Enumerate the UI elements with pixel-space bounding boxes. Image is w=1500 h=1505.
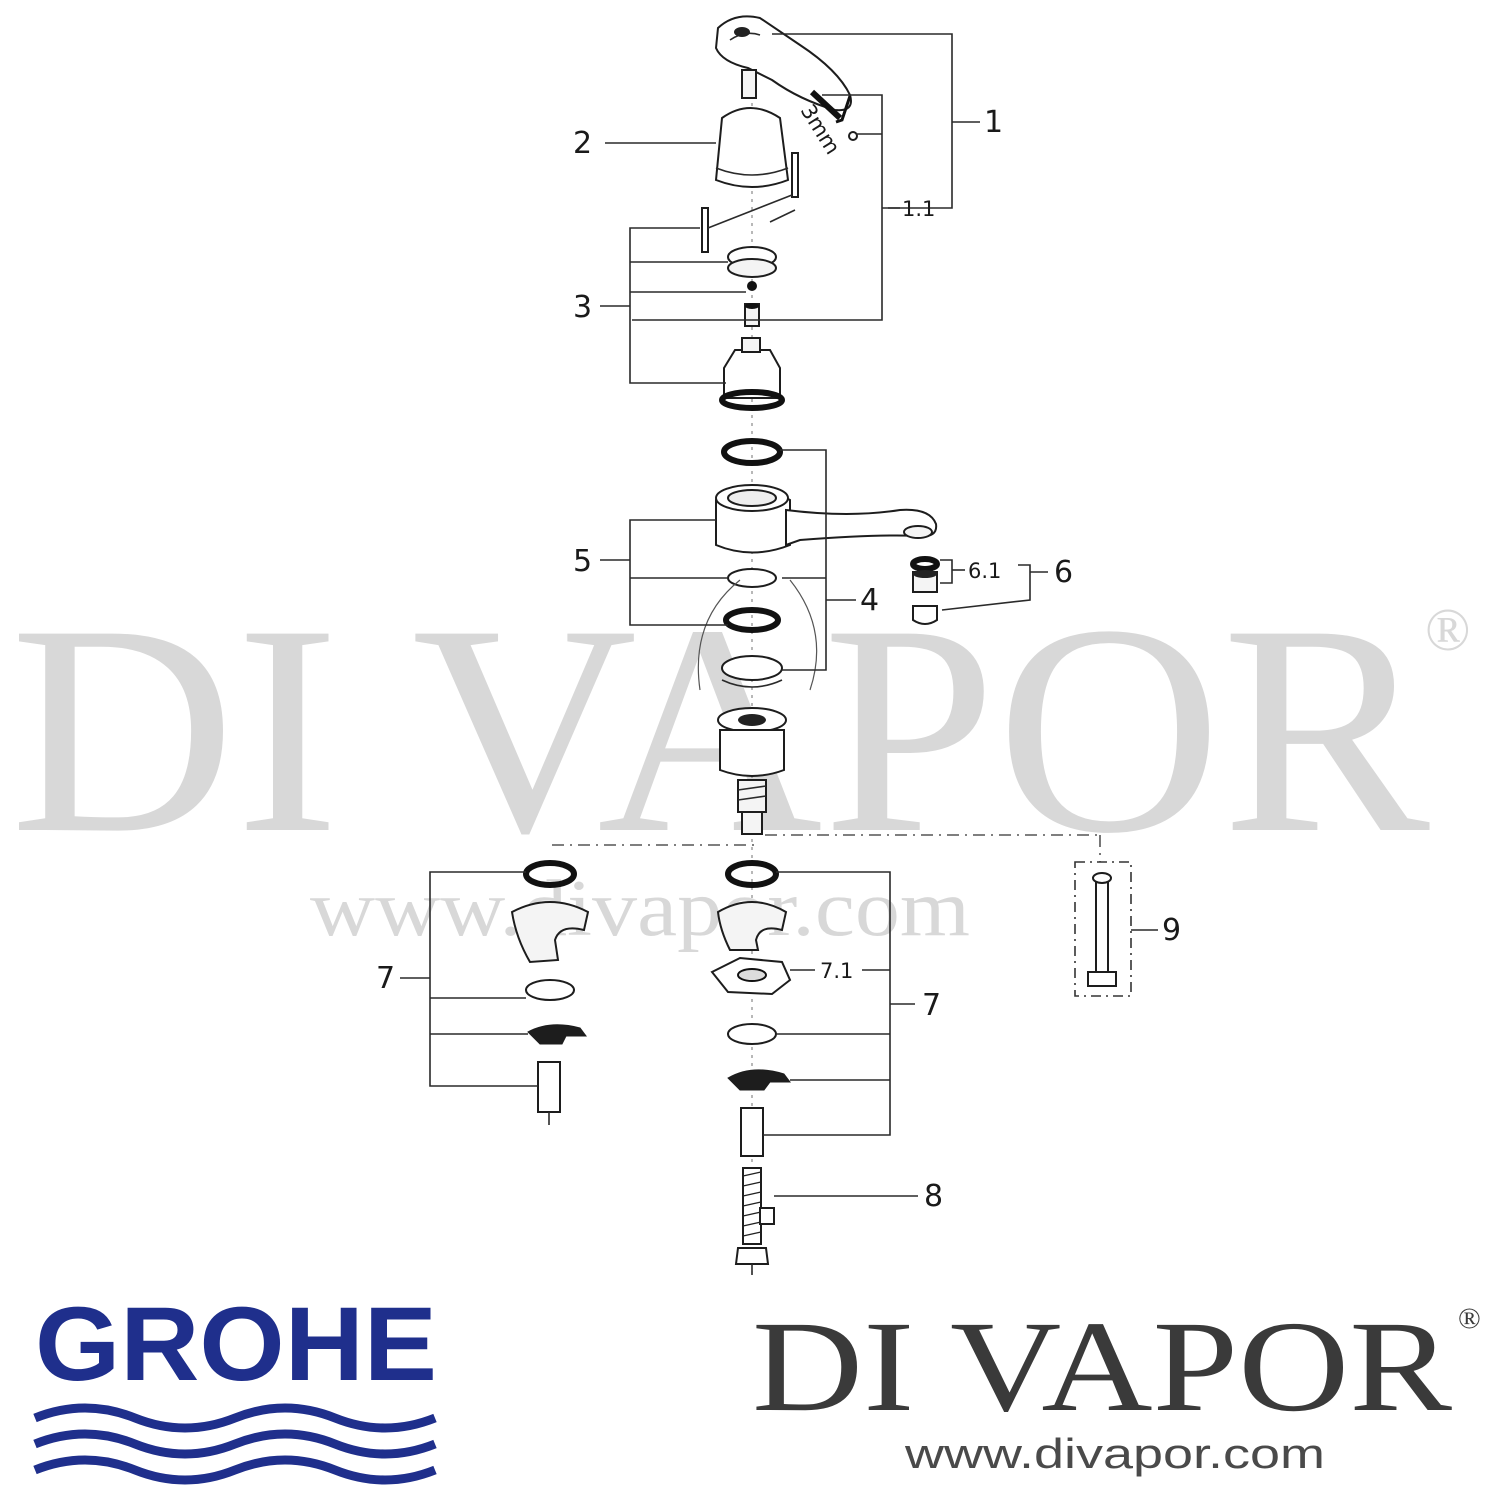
key-ball (848, 131, 858, 141)
right-flat-washer (727, 1023, 777, 1045)
callout-7-1: 7.1 (820, 959, 853, 983)
brand-name: DI VAPOR (752, 1295, 1452, 1439)
left-o-ring (523, 860, 577, 888)
brand-registered: ® (1458, 1302, 1481, 1335)
watermark-url: www.divapor.com (310, 865, 970, 953)
callout-labels: 1 1.1 2 3 4 5 6 6.1 7 7 7.1 8 9 (376, 105, 1181, 1214)
callout-1: 1 (984, 105, 1003, 140)
small-ball (747, 281, 757, 291)
grub-screw (809, 89, 843, 121)
divapor-brand: DI VAPOR ® www.divapor.com (752, 1295, 1481, 1477)
right-horseshoe-washer (716, 901, 788, 951)
aerator-washer (910, 556, 940, 572)
callout-6: 6 (1054, 555, 1073, 590)
callout-4: 4 (860, 583, 879, 618)
part-mounting-set-right (710, 860, 792, 1157)
callout-3: 3 (573, 290, 592, 325)
part-tap-body (715, 438, 938, 554)
part-threaded-rod (734, 1167, 775, 1275)
left-flat-washer (525, 979, 575, 1001)
reference-lines (552, 834, 1101, 862)
part-aerator (910, 556, 940, 625)
left-bracket (527, 1024, 587, 1045)
rod-hex-nut (734, 1247, 770, 1265)
aerator-housing (912, 605, 938, 625)
cartridge-seal (719, 389, 785, 411)
part-lever-handle (714, 15, 852, 112)
left-horseshoe-washer (510, 901, 590, 964)
body-top-ring (721, 438, 783, 466)
callout-5: 5 (573, 544, 592, 579)
right-o-ring (725, 860, 779, 888)
callout-leaders (400, 33, 1158, 1197)
hex-key (835, 95, 852, 124)
brand-url: www.divapor.com (904, 1430, 1325, 1477)
watermark-registered: ® (1425, 597, 1471, 663)
callout-7-left: 7 (376, 961, 395, 996)
rod-side-nut (759, 1207, 775, 1225)
pin-left (701, 207, 709, 253)
spout (785, 508, 938, 547)
grohe-logo: GROHE (33, 1286, 437, 1485)
part-mounting-tool (1074, 861, 1132, 997)
seal-ring-2 (723, 607, 781, 633)
wave-icon (33, 1403, 437, 1433)
right-nut-sleeve (740, 1107, 764, 1157)
callout-1-1: 1.1 (902, 197, 935, 221)
left-nut-sleeve (537, 1061, 561, 1113)
seal-ring-3 (721, 655, 783, 681)
part-pins (701, 152, 799, 253)
pin-right (791, 152, 799, 198)
callout-6-1: 6.1 (968, 559, 1001, 583)
part-base-block (697, 579, 818, 835)
right-bracket (727, 1069, 791, 1091)
part-cartridge-stack (719, 246, 785, 411)
callout-2: 2 (573, 126, 592, 161)
part-cover-cap (714, 107, 790, 188)
callout-9: 9 (1162, 913, 1181, 948)
grohe-logo-text: GROHE (35, 1286, 437, 1403)
tool-dashed-frame (1074, 861, 1132, 997)
handle-neck (741, 69, 757, 99)
base-block-body (719, 729, 785, 777)
part-hex-key-and-grub-screw: 3mm (796, 89, 858, 159)
part-mounting-set-left (510, 860, 590, 1125)
callout-7-right: 7 (922, 988, 941, 1023)
callout-8: 8 (924, 1179, 943, 1214)
tool-shaft (1095, 875, 1109, 983)
